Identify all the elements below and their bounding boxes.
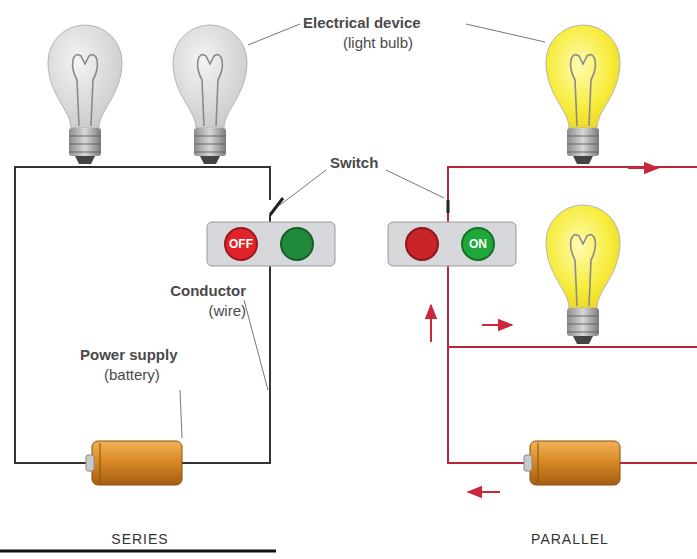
- leader-line: [180, 24, 545, 438]
- light-label: ON: [469, 237, 487, 251]
- series-wire: [15, 167, 270, 463]
- light-bulb: [173, 25, 247, 164]
- switch-lever: [447, 200, 450, 213]
- callout-label: (wire): [209, 302, 247, 320]
- battery: [86, 441, 182, 485]
- callout-label: Power supply: [80, 346, 178, 364]
- current-arrow: [431, 168, 658, 492]
- light-bulb: [546, 25, 620, 164]
- callout-label: (light bulb): [343, 34, 413, 52]
- diagram-caption: PARALLEL: [531, 530, 609, 548]
- switch-panel: [388, 222, 516, 266]
- light-bulb: [546, 205, 620, 344]
- battery: [524, 441, 620, 485]
- callout-label: (battery): [104, 366, 160, 384]
- light-bulb: [48, 25, 122, 164]
- switch-panel: [207, 222, 335, 266]
- parallel-wire: [448, 167, 697, 463]
- callout-label: Conductor: [170, 282, 246, 300]
- callout-label: Switch: [330, 154, 378, 172]
- light-label: OFF: [229, 237, 253, 251]
- indicator-light: ON: [461, 227, 495, 261]
- indicator-light: OFF: [224, 227, 258, 261]
- callout-label: Electrical device: [303, 14, 421, 32]
- indicator-light: [405, 227, 439, 261]
- indicator-light: [280, 227, 314, 261]
- switch-lever: [270, 198, 283, 215]
- diagram-caption: SERIES: [111, 530, 168, 548]
- rule-line: [0, 550, 276, 553]
